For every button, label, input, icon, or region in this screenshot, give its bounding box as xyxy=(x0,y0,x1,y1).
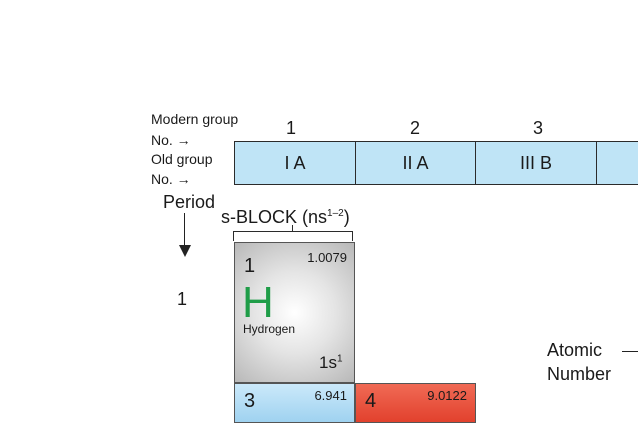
element-cell-beryllium: 4 9.0122 xyxy=(355,383,476,423)
modern-group-number-3: 3 xyxy=(532,118,543,138)
atomic-mass: 6.941 xyxy=(314,388,347,403)
config-sup: 1 xyxy=(336,353,343,365)
element-cell-lithium: 3 6.941 xyxy=(234,383,355,423)
atomic-mass: 9.0122 xyxy=(427,388,467,403)
element-cell-hydrogen: 1 1.0079 H Hydrogen 1s1 xyxy=(234,242,355,383)
electron-configuration: 1s1 xyxy=(319,353,343,373)
period-label: Period xyxy=(163,192,216,212)
s-block-label: s-BLOCK (ns1–2) xyxy=(221,207,350,228)
s-block-brace xyxy=(233,231,353,241)
legend-pointer-line xyxy=(622,351,638,352)
modern-no-label: No. → xyxy=(151,132,191,148)
element-name: Hydrogen xyxy=(243,322,296,336)
atomic-number: 3 xyxy=(244,390,256,412)
old-group-cell-3: III B xyxy=(476,142,597,184)
s-block-close: ) xyxy=(343,207,350,227)
down-arrow-icon xyxy=(179,245,191,257)
atomic-number-legend-line2: Number xyxy=(547,364,612,384)
old-no-label: No. → xyxy=(151,171,191,187)
old-group-bar: I A II A III B xyxy=(234,141,638,185)
period-arrow-line xyxy=(184,213,185,247)
modern-group-number-2: 2 xyxy=(409,118,420,138)
element-symbol: H xyxy=(242,278,274,327)
s-block-text: s-BLOCK (ns xyxy=(221,207,328,227)
old-group-label: Old group xyxy=(151,151,213,167)
atomic-number-legend-line1: Atomic xyxy=(547,340,603,360)
old-group-cell-2: II A xyxy=(356,142,476,184)
period-number-1: 1 xyxy=(177,289,188,309)
modern-group-number-1: 1 xyxy=(285,118,296,138)
s-block-brace-tick xyxy=(292,225,293,232)
atomic-number: 4 xyxy=(365,390,377,412)
old-group-cell-1: I A xyxy=(235,142,356,184)
atomic-mass: 1.0079 xyxy=(307,250,347,265)
s-block-superscript: 1–2 xyxy=(327,208,344,219)
modern-group-label: Modern group xyxy=(151,111,239,127)
atomic-number: 1 xyxy=(244,255,256,277)
config-base: 1s xyxy=(319,353,337,372)
